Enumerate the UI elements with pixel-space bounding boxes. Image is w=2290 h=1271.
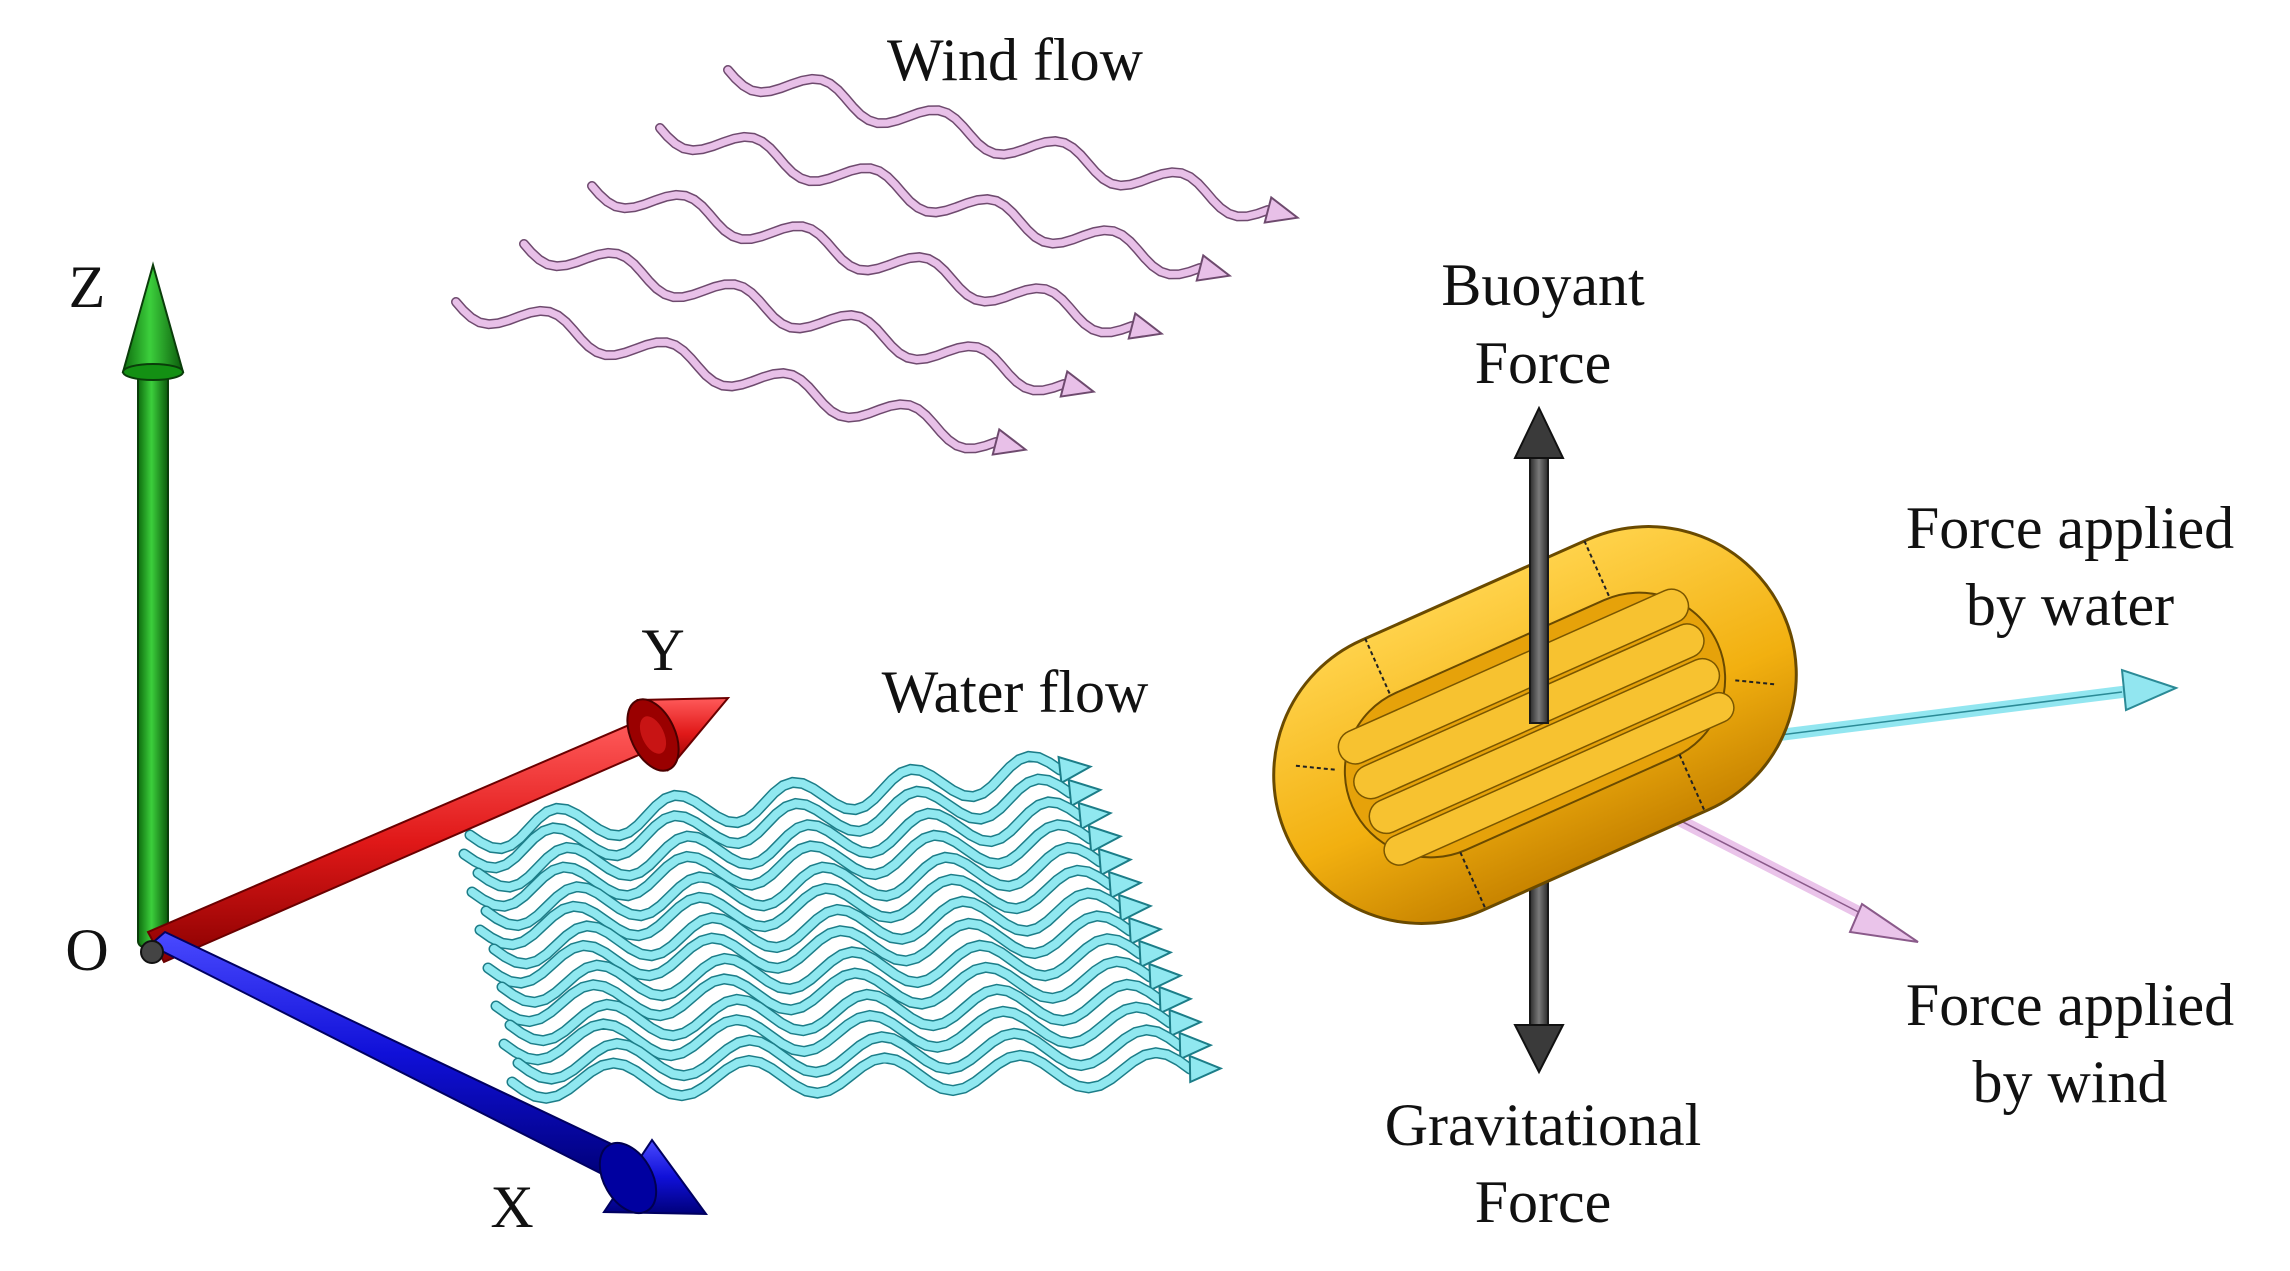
flow-arrowhead	[1059, 369, 1097, 398]
water-streamline	[498, 1001, 1204, 1066]
origin-label: O	[65, 917, 108, 983]
flow-arrowhead	[1168, 1008, 1204, 1038]
gravitational-force-label-line1: Gravitational	[1385, 1092, 1702, 1158]
flow-arrowhead	[1077, 801, 1114, 831]
buoyant-force-label-line1: Buoyant	[1441, 252, 1645, 318]
coordinate-axes	[121, 261, 731, 1216]
z-axis-arrow	[121, 261, 185, 948]
flow-arrowhead	[991, 427, 1029, 456]
flow-arrowhead	[1087, 824, 1124, 854]
water-streamline	[488, 887, 1154, 970]
flow-arrowhead	[1158, 985, 1194, 1015]
buoyant-force-label-line2: Force	[1475, 330, 1612, 396]
flow-arrowhead	[1057, 755, 1093, 785]
water-streamline	[472, 796, 1114, 893]
x-axis-label: X	[490, 1174, 533, 1240]
wind-flow-label: Wind flow	[887, 27, 1144, 93]
flow-arrowhead	[1107, 870, 1144, 900]
origin-point	[140, 940, 164, 964]
wind-streamline	[519, 239, 1097, 398]
flow-arrowhead	[1188, 1054, 1224, 1084]
water-flow-label: Water flow	[882, 659, 1149, 725]
water-streamline	[482, 910, 1164, 989]
water-streamline	[480, 841, 1134, 932]
inflatable-boat	[1272, 525, 1798, 925]
flow-arrowhead	[1128, 916, 1164, 946]
water-streamline	[464, 750, 1093, 855]
water-flow-lines	[458, 750, 1224, 1104]
water-streamline	[512, 1024, 1214, 1085]
flow-arrowhead	[1138, 939, 1174, 969]
flow-arrowhead	[1097, 847, 1134, 877]
water-force-label-line2: by water	[1966, 572, 2174, 638]
flow-arrowhead	[1067, 778, 1103, 808]
flow-arrowhead	[1178, 1031, 1214, 1061]
gravitational-force-label-line2: Force	[1475, 1169, 1612, 1235]
water-streamline	[496, 933, 1174, 1008]
water-force-arrow	[1734, 668, 2179, 746]
x-axis-arrow	[148, 930, 708, 1216]
water-streamline	[490, 955, 1184, 1028]
water-force-label-line1: Force applied	[1906, 495, 2234, 561]
wind-streamline	[723, 65, 1301, 224]
wind-flow-lines	[451, 65, 1301, 456]
flow-arrowhead	[1148, 962, 1184, 992]
wind-streamline	[451, 297, 1029, 456]
water-streamline	[506, 1047, 1224, 1104]
wind-force-label-line1: Force applied	[1906, 972, 2234, 1038]
water-streamline	[474, 864, 1144, 951]
water-streamline	[466, 819, 1124, 912]
water-streamline	[458, 773, 1103, 874]
buoyant-force-arrow	[1513, 405, 1565, 724]
flow-arrowhead	[1263, 195, 1301, 224]
y-axis-label: Y	[641, 617, 684, 683]
wind-force-label-line2: by wind	[1973, 1049, 2168, 1115]
water-streamline	[504, 978, 1194, 1047]
wind-streamline	[655, 123, 1233, 282]
flow-arrowhead	[1127, 311, 1165, 340]
flow-arrowhead	[1118, 893, 1154, 923]
flow-arrowhead	[1195, 253, 1233, 282]
z-axis-label: Z	[69, 254, 106, 320]
wind-streamline	[587, 181, 1165, 340]
